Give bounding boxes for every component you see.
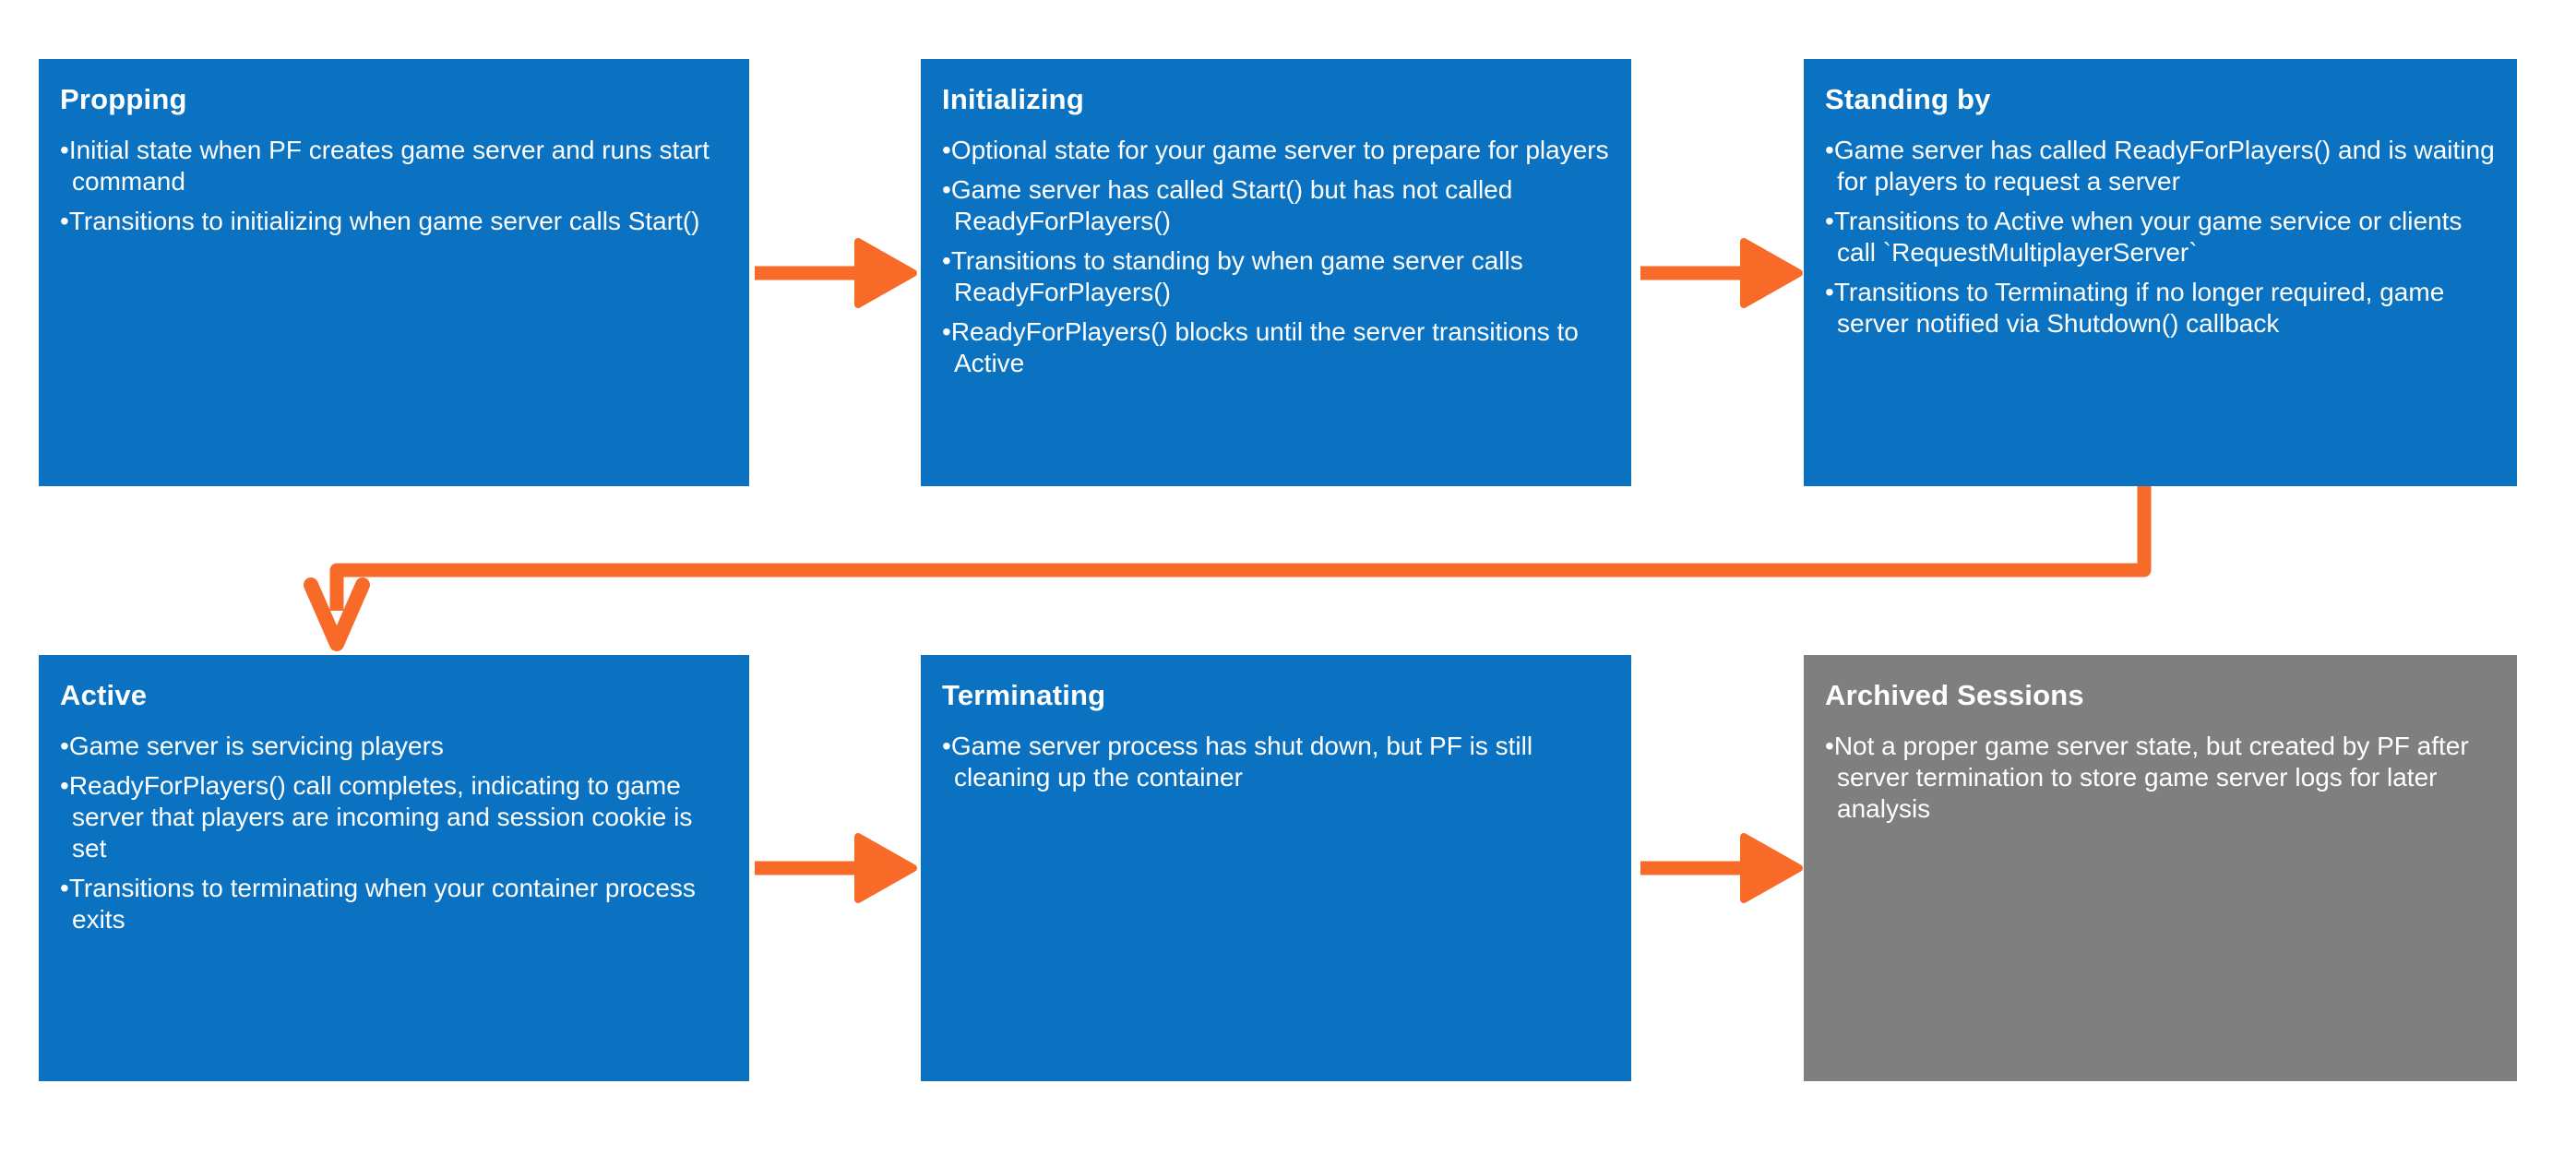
bullet-item: ReadyForPlayers() call completes, indica… (60, 770, 727, 864)
arrow-active-to-terminating (755, 833, 917, 903)
bullet-item: Not a proper game server state, but crea… (1825, 731, 2495, 825)
state-box-initializing: Initializing Optional state for your gam… (921, 59, 1631, 486)
bullet-item: Initial state when PF creates game serve… (60, 135, 727, 197)
arrow-standingby-to-active (304, 486, 2152, 651)
bullet-item: Transitions to standing by when game ser… (942, 245, 1609, 308)
state-bullets-active: Game server is servicing playersReadyFor… (60, 731, 727, 935)
bullet-item: Transitions to Active when your game ser… (1825, 206, 2495, 268)
bullet-item: Game server has called ReadyForPlayers()… (1825, 135, 2495, 197)
state-title-initializing: Initializing (942, 83, 1084, 115)
state-box-terminating: Terminating Game server process has shut… (921, 655, 1631, 1081)
bullet-item: Game server has called Start() but has n… (942, 174, 1609, 237)
bullet-item: Optional state for your game server to p… (942, 135, 1609, 166)
state-bullets-archived-sessions: Not a proper game server state, but crea… (1825, 731, 2495, 825)
state-bullets-initializing: Optional state for your game server to p… (942, 135, 1609, 379)
state-box-active: Active Game server is servicing playersR… (39, 655, 749, 1081)
state-title-archived-sessions: Archived Sessions (1825, 679, 2084, 711)
state-bullets-propping: Initial state when PF creates game serve… (60, 135, 727, 237)
state-bullets-terminating: Game server process has shut down, but P… (942, 731, 1609, 793)
arrow-initializing-to-standingby (1640, 238, 1803, 308)
arrow-terminating-to-archived (1640, 833, 1803, 903)
state-title-standing-by: Standing by (1825, 83, 1991, 115)
state-box-standing-by: Standing by Game server has called Ready… (1804, 59, 2517, 486)
arrow-propping-to-initializing (755, 238, 917, 308)
state-bullets-standing-by: Game server has called ReadyForPlayers()… (1825, 135, 2495, 339)
state-title-terminating: Terminating (942, 679, 1106, 711)
state-title-active: Active (60, 679, 148, 711)
state-box-archived-sessions: Archived Sessions Not a proper game serv… (1804, 655, 2517, 1081)
state-box-propping: Propping Initial state when PF creates g… (39, 59, 749, 486)
bullet-item: Game server is servicing players (60, 731, 727, 762)
bullet-item: Transitions to initializing when game se… (60, 206, 727, 237)
bullet-item: Transitions to terminating when your con… (60, 873, 727, 935)
bullet-item: ReadyForPlayers() blocks until the serve… (942, 316, 1609, 379)
bullet-item: Transitions to Terminating if no longer … (1825, 277, 2495, 339)
state-title-propping: Propping (60, 83, 187, 115)
bullet-item: Game server process has shut down, but P… (942, 731, 1609, 793)
